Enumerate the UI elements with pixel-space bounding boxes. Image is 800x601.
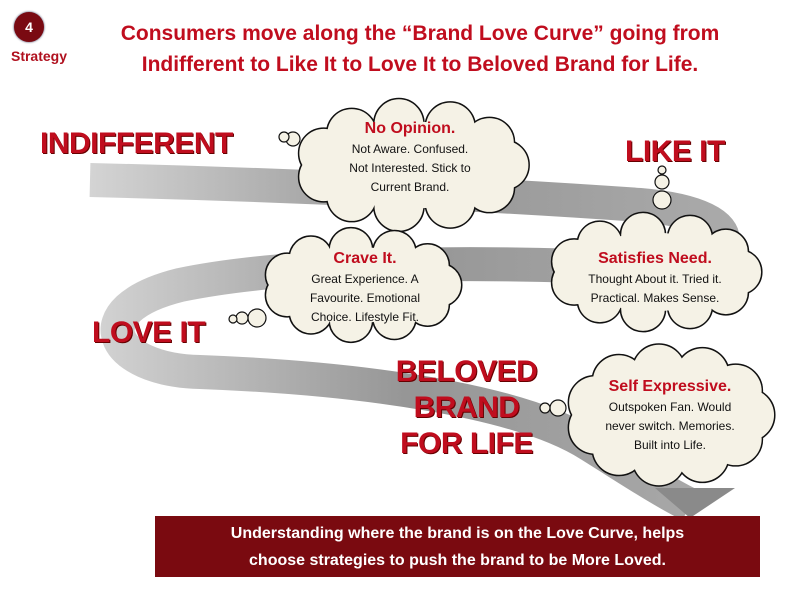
cloud-line: Outspoken Fan. Would <box>608 400 732 414</box>
stage-indifferent: INDIFFERENT <box>40 127 233 160</box>
step-number: 4 <box>25 19 33 35</box>
cloud-title: Satisfies Need. <box>598 250 712 267</box>
thought-bubble <box>652 190 672 210</box>
title-line-1: Consumers move along the “Brand Love Cur… <box>120 22 720 45</box>
thought-bubble <box>228 314 238 324</box>
cloud-line: Choice. Lifestyle Fit. <box>310 310 420 324</box>
thought-bubble <box>657 165 667 175</box>
cloud-line: Built into Life. <box>633 438 707 452</box>
cloud-body <box>282 247 442 323</box>
cloud-crave-it-shape <box>228 226 463 344</box>
cloud-line: Thought About it. Tried it. <box>588 272 722 286</box>
slide-title: Consumers move along the “Brand Love Cur… <box>80 18 760 80</box>
cloud-self-expressive-shape <box>539 343 776 487</box>
beloved-line-3: FOR LIFE <box>400 427 533 460</box>
step-badge: 4 <box>14 12 44 42</box>
thought-bubble <box>235 311 249 325</box>
cloud-no-opinion: No Opinion. Not Aware. Confused. Not Int… <box>300 118 520 197</box>
cloud-line: Not Interested. Stick to <box>349 161 471 175</box>
stage-like-it: LIKE IT <box>625 135 725 168</box>
cloud-line: Great Experience. A <box>311 272 419 286</box>
footer-line-1: Understanding where the brand is on the … <box>230 524 685 542</box>
footer-callout: Understanding where the brand is on the … <box>155 516 760 577</box>
curve-arrowhead <box>655 488 735 518</box>
thought-bubble <box>539 402 551 414</box>
stage-love-it: LOVE IT <box>92 316 206 349</box>
cloud-no-opinion-shape <box>278 97 530 233</box>
cloud-title: No Opinion. <box>364 120 456 137</box>
title-line-2: Indifferent to Like It to Love It to Bel… <box>141 53 699 76</box>
cloud-body <box>317 121 507 209</box>
cloud-title: Crave It. <box>333 250 397 267</box>
cloud-satisfies-need-shape <box>550 165 763 333</box>
cloud-body <box>568 233 742 311</box>
footer-line-2: choose strategies to push the brand to b… <box>249 551 666 569</box>
cloud-line: Current Brand. <box>370 180 450 194</box>
cloud-line: Favourite. Emotional <box>309 291 421 305</box>
thought-bubble <box>278 131 290 143</box>
cloud-line: Not Aware. Confused. <box>351 142 469 156</box>
cloud-crave-it: Crave It. Great Experience. A Favourite.… <box>270 248 460 327</box>
step-label: Strategy <box>10 48 68 64</box>
cloud-title: Self Expressive. <box>608 378 732 395</box>
thought-bubble <box>654 174 670 190</box>
stage-beloved: BELOVED BRAND FOR LIFE <box>384 354 549 462</box>
beloved-line-1: BELOVED <box>395 355 538 388</box>
thought-bubble <box>549 399 567 417</box>
cloud-line: never switch. Memories. <box>605 419 735 433</box>
cloud-satisfies-need: Satisfies Need. Thought About it. Tried … <box>555 248 755 308</box>
cloud-line: Practical. Makes Sense. <box>590 291 720 305</box>
cloud-self-expressive: Self Expressive. Outspoken Fan. Would ne… <box>580 376 760 455</box>
beloved-line-2: BRAND <box>413 391 520 424</box>
cloud-body <box>590 368 750 462</box>
thought-bubble <box>247 308 267 328</box>
